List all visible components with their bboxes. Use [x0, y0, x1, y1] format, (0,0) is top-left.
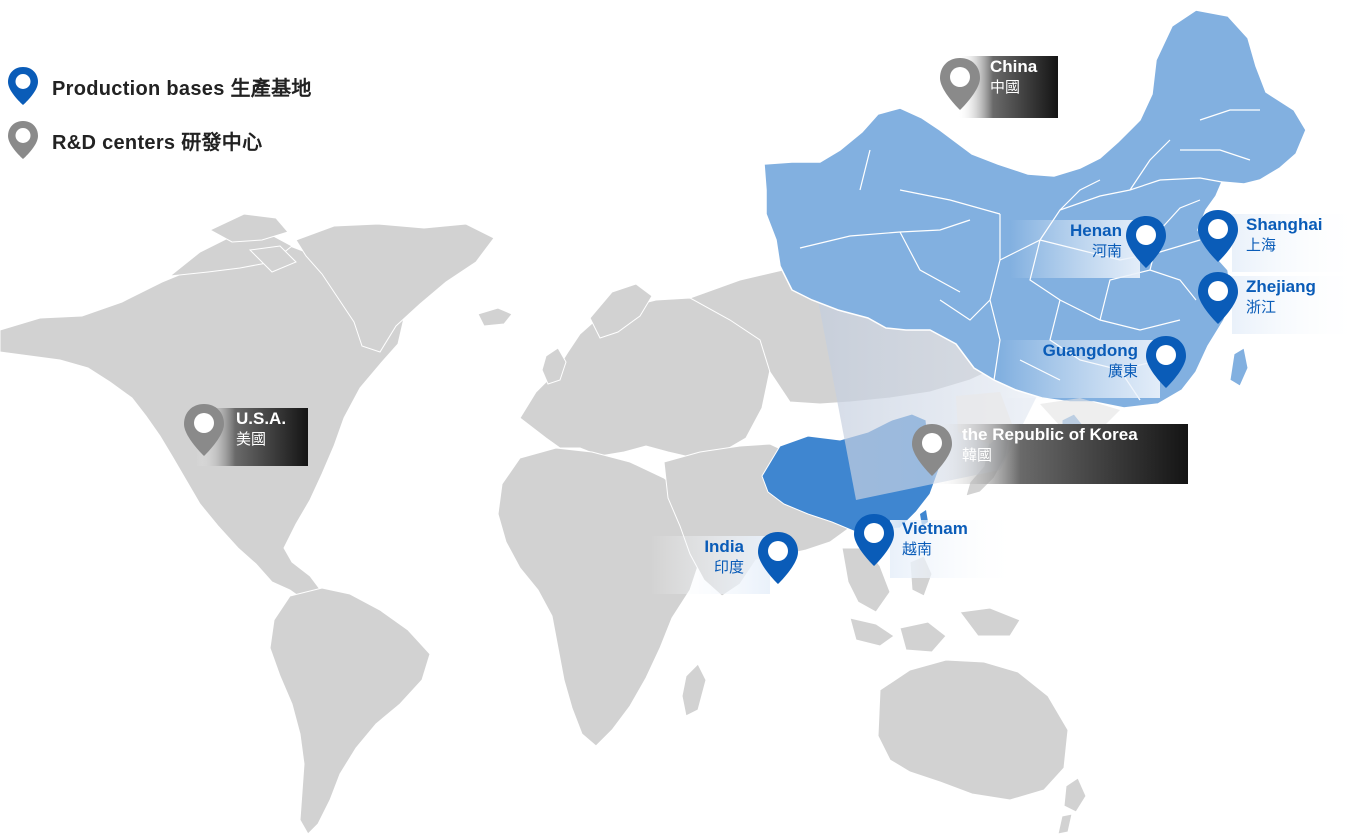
location-name-en: Henan	[1070, 221, 1122, 240]
tag-background	[650, 536, 770, 594]
map-pin-blue-icon[interactable]	[1126, 216, 1166, 268]
map-pin-blue-icon[interactable]	[758, 532, 798, 584]
map-pin-gray-icon[interactable]	[940, 58, 980, 110]
map-pin-gray-icon	[8, 121, 38, 159]
location-name-en: Zhejiang	[1246, 277, 1316, 296]
arctic-islands	[168, 231, 293, 277]
markers-layer: China 中國 U.S.A. 美國 the Republic of Korea 韓國 He…	[184, 56, 1362, 594]
location-name-zh: 越南	[902, 541, 932, 558]
marker-india[interactable]: India 印度	[650, 532, 798, 594]
location-name-en: Guangdong	[1043, 341, 1138, 360]
marker-henan[interactable]: Henan 河南	[1010, 216, 1166, 278]
marker-china[interactable]: China 中國	[940, 56, 1058, 118]
map-pin-gray-icon[interactable]	[912, 424, 952, 476]
tag-background	[1232, 214, 1362, 272]
map-pin-blue-icon[interactable]	[1146, 336, 1186, 388]
tag-background	[1232, 276, 1362, 334]
location-name-zh: 浙江	[1246, 299, 1276, 316]
location-name-en: U.S.A.	[236, 409, 286, 428]
location-name-zh: 上海	[1246, 237, 1276, 254]
tag-background	[1010, 220, 1140, 278]
marker-usa[interactable]: U.S.A. 美國	[184, 404, 308, 466]
marker-shanghai[interactable]: Shanghai 上海	[1198, 210, 1362, 272]
china-inset-outline	[763, 9, 1307, 409]
map-pin-blue-icon[interactable]	[1198, 210, 1238, 262]
tag-background	[930, 424, 1188, 484]
south-america-landmass	[269, 587, 431, 835]
legend-production-label: Production bases 生產基地	[52, 77, 312, 100]
map-pin-blue-icon[interactable]	[854, 514, 894, 566]
china-inset-map	[763, 9, 1307, 435]
marker-korea[interactable]: the Republic of Korea 韓國	[912, 424, 1188, 484]
map-pin-blue-icon	[8, 67, 38, 105]
location-name-zh: 美國	[236, 431, 266, 448]
australia-landmass	[877, 659, 1069, 801]
location-name-en: China	[990, 57, 1038, 76]
tag-background	[1000, 340, 1160, 398]
location-name-en: Shanghai	[1246, 215, 1323, 234]
greenland-landmass	[295, 223, 495, 353]
map-pin-gray-icon[interactable]	[184, 404, 224, 456]
location-name-zh: 印度	[714, 559, 744, 576]
location-name-zh: 中國	[990, 79, 1020, 96]
map-pin-blue-icon[interactable]	[1198, 272, 1238, 324]
location-name-zh: 韓國	[962, 447, 992, 464]
location-name-zh: 河南	[1092, 243, 1122, 260]
location-name-en: Vietnam	[902, 519, 968, 538]
marker-zhejiang[interactable]: Zhejiang 浙江	[1198, 272, 1362, 334]
location-name-en: India	[704, 537, 744, 556]
marker-guangdong[interactable]: Guangdong 廣東	[1000, 336, 1186, 398]
legend-rd-label: R&D centers 研發中心	[52, 131, 263, 154]
legend-production: Production bases 生產基地	[6, 66, 312, 106]
tag-background	[890, 520, 1020, 578]
location-name-en: the Republic of Korea	[962, 425, 1138, 444]
legend-rd: R&D centers 研發中心	[6, 120, 262, 160]
marker-vietnam[interactable]: Vietnam 越南	[854, 514, 1020, 578]
location-name-zh: 廣東	[1108, 363, 1138, 380]
